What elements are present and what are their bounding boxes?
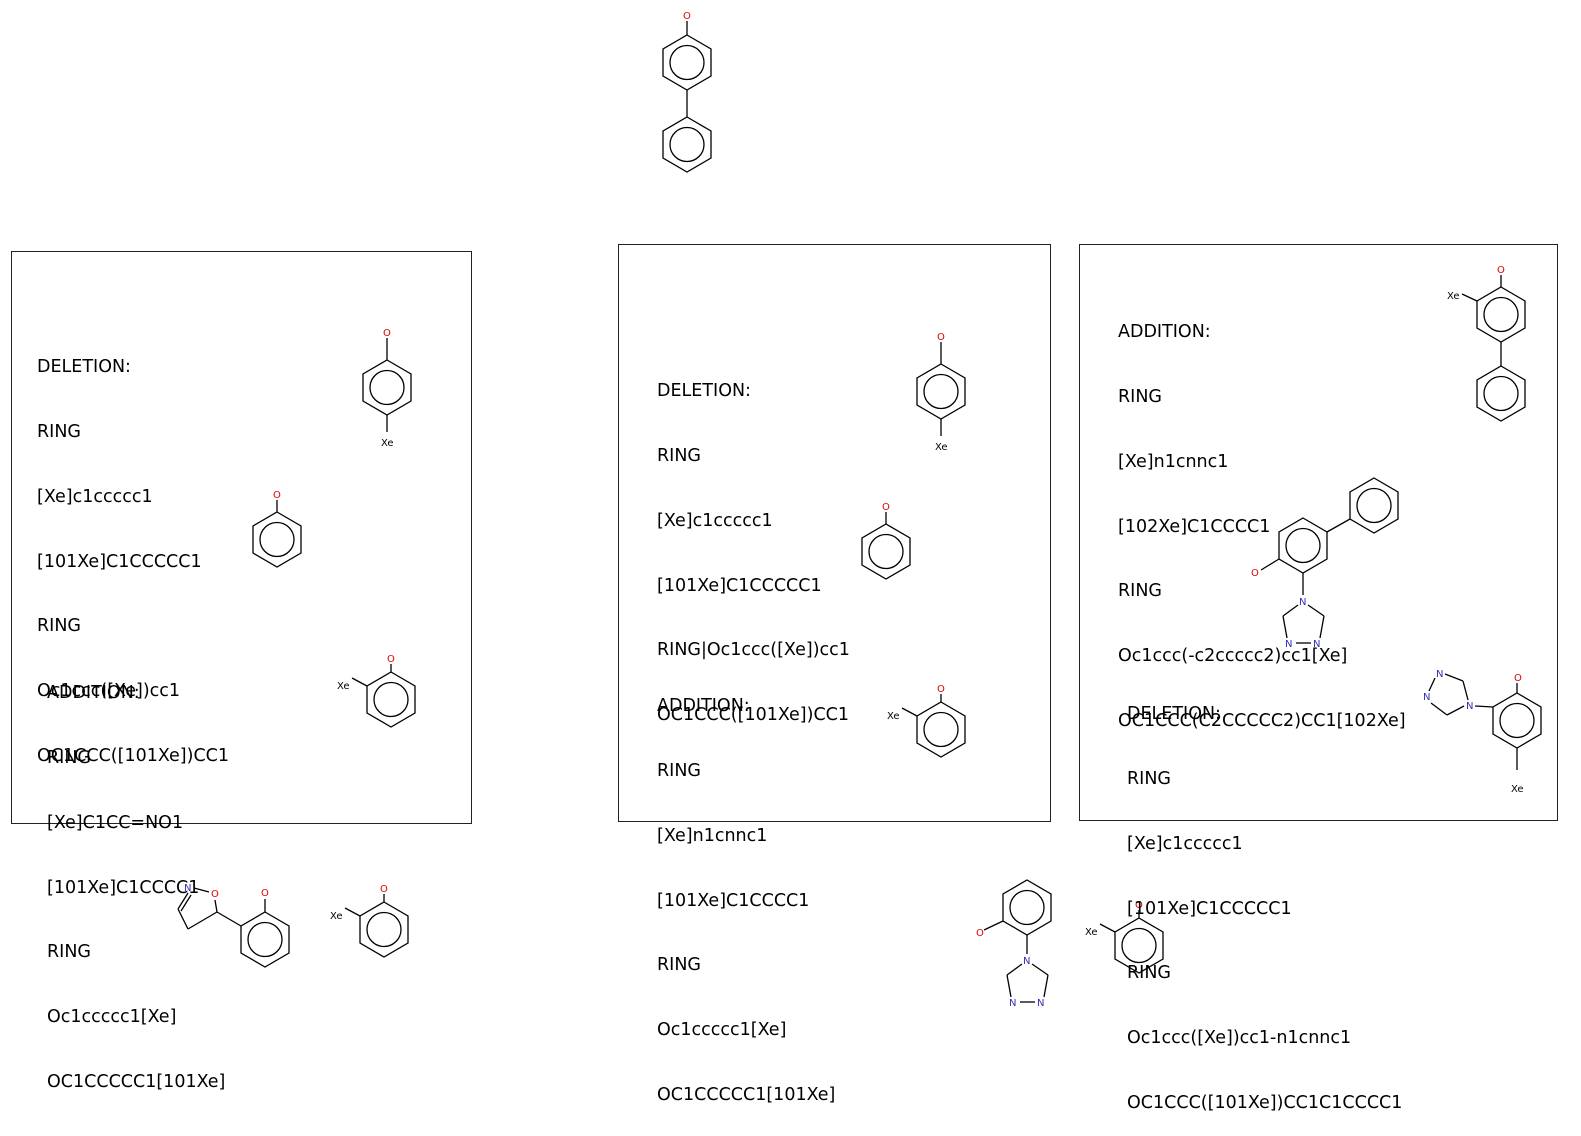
rule-line: RING [1118,581,1162,602]
atom-o: O [937,684,945,695]
rule-line: Oc1ccc([Xe])cc1 [37,681,181,702]
atom-o: O [387,654,395,665]
molecule-2-xe-biphenylol: O Xe [1447,265,1526,422]
atom-o: O [1251,568,1259,579]
atom-n: N [184,883,191,894]
rule-line: [101Xe]C1CCCC1 [47,877,200,898]
rule-header: ADDITION: [657,696,750,717]
rule-line: RING [657,445,701,466]
rule-line: OC1CCCCC1[101Xe] [657,1084,836,1105]
molecule-2-xe-phenol-product: O Xe [1085,900,1164,974]
rule-line: [101Xe]C1CCCCC1 [657,575,822,596]
rule-line: [Xe]c1ccccc1 [1127,833,1243,854]
rule-line: RING [1127,768,1171,789]
panel-2-addition-text: ADDITION: RING [Xe]n1cnnc1 [101Xe]C1CCCC… [657,653,835,1128]
atom-o: O [882,502,890,513]
atom-n: N [1009,998,1016,1009]
rule-line: [Xe]C1CC=NO1 [47,812,184,833]
atom-n: N [1423,692,1430,703]
parent-molecule-biphenylol: O [662,11,712,173]
rule-line: RING [1118,386,1162,407]
rule-line: RING [47,942,91,963]
atom-xe: Xe [381,438,394,449]
rule-line: RING [37,421,81,442]
panel-2-deletion-text: DELETION: RING [Xe]c1ccccc1 [101Xe]C1CCC… [657,338,850,748]
rule-line: OC1CCC([101Xe])CC1 [657,705,850,726]
panel-3-addition-text: ADDITION: RING [Xe]n1cnnc1 [102Xe]C1CCCC… [1118,279,1406,754]
atom-o: O [383,328,391,339]
rule-header: ADDITION: [47,683,140,704]
rule-line: Oc1ccc(-c2ccccc2)cc1[Xe] [1118,646,1348,667]
molecule-triazolyl-biphenylol: O N N N [1251,477,1399,650]
atom-xe: Xe [337,681,350,692]
rule-header: DELETION: [37,357,131,378]
panel-1 [11,251,472,824]
rule-line: [102Xe]C1CCCC1 [1118,516,1271,537]
molecule-triazolyl-phenol: O N N N [976,879,1052,1009]
atom-o: O [261,888,269,899]
rule-line: Oc1ccccc1[Xe] [657,1020,787,1041]
atom-n: N [1285,639,1292,650]
rule-line: RING [37,616,81,637]
atom-o: O [273,490,281,501]
rule-line: RING [657,955,701,976]
molecule-4-xe-phenol: O Xe [916,332,966,453]
rule-line: [101Xe]C1CCCC1 [657,890,810,911]
rule-line: RING [657,760,701,781]
rule-line: RING|Oc1ccc([Xe])cc1 [657,640,850,661]
atom-o: O [937,332,945,343]
rule-line: [Xe]c1ccccc1 [37,486,153,507]
atom-n: N [1313,639,1320,650]
atom-o: O [211,889,219,900]
molecule-phenol: O [252,490,302,568]
rule-line: OC1CCCCC1[101Xe] [47,1071,226,1092]
panel-3-deletion-text: DELETION: RING [Xe]c1ccccc1 [101Xe]C1CCC… [1127,661,1402,1136]
atom-xe: Xe [1447,291,1460,302]
molecule-isoxazolinyl-phenol: N O O [177,883,290,968]
molecule-2-xe-phenol: O Xe [337,654,416,728]
rule-line: RING [1127,963,1171,984]
rule-line: [101Xe]C1CCCCC1 [37,551,202,572]
atom-o: O [380,884,388,895]
rule-header: DELETION: [657,381,751,402]
rule-line: OC1CCC([101Xe])CC1C1CCCC1 [1127,1092,1403,1113]
atom-n: N [1299,597,1306,608]
panel-1-deletion-text: DELETION: RING [Xe]c1ccccc1 [101Xe]C1CCC… [37,314,229,789]
atom-o: O [976,928,984,939]
atom-xe: Xe [1511,784,1524,795]
atom-n: N [1023,956,1030,967]
rule-line: OC1CCC(C2CCCCC2)CC1[102Xe] [1118,710,1406,731]
atom-o: O [1497,265,1505,276]
rule-line: OC1CCC([101Xe])CC1 [37,745,230,766]
atom-xe: Xe [935,442,948,453]
panel-3 [1079,244,1558,821]
atom-n: N [1436,669,1443,680]
atom-n: N [1037,998,1044,1009]
molecule-phenol: O [861,502,911,580]
atom-o: O [1135,900,1143,911]
rule-line: Oc1ccccc1[Xe] [47,1007,177,1028]
rule-line: [101Xe]C1CCCCC1 [1127,898,1292,919]
rule-header: DELETION: [1127,704,1221,725]
rule-line: [Xe]n1cnnc1 [657,825,768,846]
molecule-4-xe-triazolyl-phenol: N N N O Xe [1423,669,1542,795]
atom-o: O [1514,673,1522,684]
molecule-2-xe-phenol: O Xe [887,684,966,758]
molecule-2-xe-phenol-product: O Xe [330,884,409,958]
atom-o: O [683,11,691,22]
rule-line: Oc1ccc([Xe])cc1-n1cnnc1 [1127,1028,1352,1049]
panel-2 [618,244,1051,822]
rule-line: [Xe]n1cnnc1 [1118,451,1229,472]
atom-xe: Xe [887,711,900,722]
rule-line: [Xe]c1ccccc1 [657,510,773,531]
atom-xe: Xe [330,911,343,922]
rule-line: RING [47,747,91,768]
rule-header: ADDITION: [1118,322,1211,343]
molecule-4-xe-phenol: O Xe [362,328,412,449]
atom-n: N [1466,701,1473,712]
atom-xe: Xe [1085,927,1098,938]
